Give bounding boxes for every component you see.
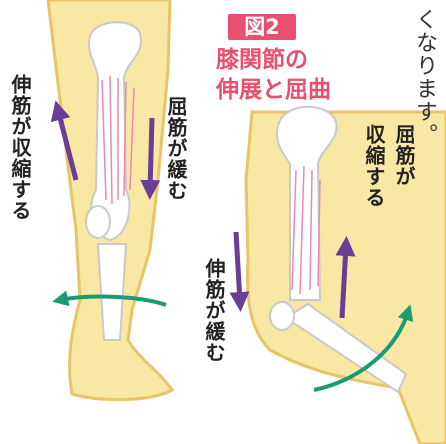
straight-leg-flexor-label: 屈筋が緩む [164, 96, 188, 201]
straight-leg-extensor-label: 伸筋が収縮する [8, 74, 32, 221]
bent-leg-extensor-arrow [236, 232, 240, 302]
straight-leg-tibia [98, 244, 126, 340]
straight-leg [48, 0, 172, 400]
bent-leg-kneecap [270, 302, 294, 330]
bent-leg-flexor-label-line1: 屈筋が [392, 124, 416, 187]
bent-leg-extensor-label: 伸筋が緩む [202, 258, 226, 363]
straight-leg-flexor-arrow [150, 118, 152, 190]
figure-caption-line2: 伸展と屈曲 [216, 76, 346, 104]
figure-badge: 図2 [228, 14, 296, 40]
figure-caption-line1: 膝関節の [216, 46, 346, 74]
straight-leg-kneecap [86, 206, 110, 238]
bent-leg-flexor-label-line2: 収縮する [362, 124, 386, 208]
